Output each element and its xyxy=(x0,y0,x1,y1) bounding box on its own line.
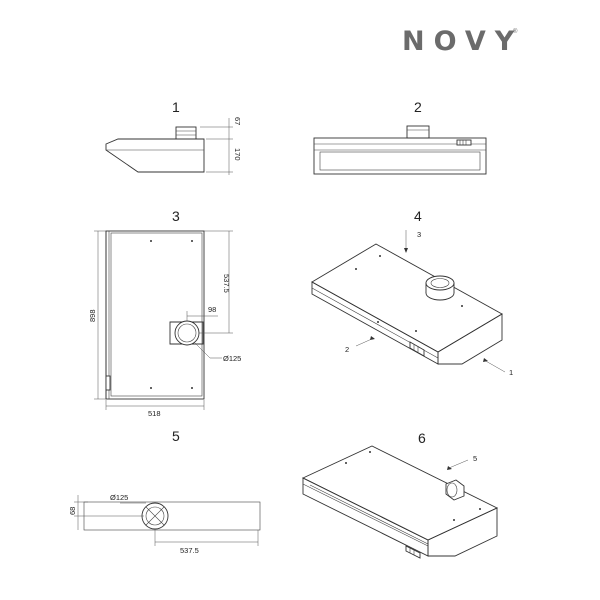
view-3-underside-plan: 3 898 518 537.5 98 xyxy=(88,208,241,418)
hood-front-face-6 xyxy=(302,477,429,557)
view-3-dim-to-outlet: 537.5 xyxy=(222,274,231,293)
brand-logo-text: NOVY xyxy=(402,26,523,57)
view-3-number: 3 xyxy=(172,208,180,224)
view-1-dim-height: 170 xyxy=(233,148,242,161)
control-panel-6 xyxy=(405,545,421,559)
view-5-dim-outlet-dia: Ø125 xyxy=(110,493,128,502)
view-3-dim-outlet-offset: 98 xyxy=(208,305,216,314)
view-1-number: 1 xyxy=(172,99,180,115)
view-6-callout-back: 5 xyxy=(473,454,477,463)
view-5-dim-height: 68 xyxy=(68,507,77,515)
view-2-number: 2 xyxy=(414,99,422,115)
view-4-callout-right: 1 xyxy=(509,368,513,377)
hood-plan-outline xyxy=(105,230,205,400)
view-5-number: 5 xyxy=(172,428,180,444)
view-5-rear-elevation: 5 68 Ø125 537.5 xyxy=(68,428,261,555)
view-2-front-elevation: 2 xyxy=(313,99,487,175)
view-1-dim-collar: 67 xyxy=(233,117,242,125)
view-4-callout-top: 3 xyxy=(417,230,421,239)
view-4-callout-left: 2 xyxy=(345,345,349,354)
hood-side-face-6 xyxy=(427,507,498,557)
side-control-strip xyxy=(105,375,111,391)
outlet-collar-iso xyxy=(425,275,455,301)
registered-mark: ® xyxy=(513,28,518,35)
outlet-collar xyxy=(175,126,197,140)
hood-side-face xyxy=(437,313,503,365)
view-3-dim-depth: 898 xyxy=(88,309,97,322)
outlet-circle xyxy=(169,320,204,346)
view-6-number: 6 xyxy=(418,430,426,446)
outlet-collar-front xyxy=(406,125,430,139)
view-3-dim-width: 518 xyxy=(148,409,161,418)
view-1-side-elevation: 1 67 170 xyxy=(105,99,242,175)
hood-side-body xyxy=(105,138,205,173)
hood-front-body xyxy=(313,137,487,175)
view-4-number: 4 xyxy=(414,208,422,224)
view-5-dim-to-outlet: 537.5 xyxy=(180,546,199,555)
view-4-isometric: 4 3 2 xyxy=(311,208,513,377)
control-panel xyxy=(456,139,472,146)
outlet-circle-rear xyxy=(141,502,169,530)
novy-logo: NOVY ® xyxy=(402,26,523,57)
view-3-dim-outlet-dia: Ø125 xyxy=(223,354,241,363)
outlet-stub-rear xyxy=(445,479,465,501)
control-panel-iso xyxy=(409,341,425,357)
view-6-isometric-below: 6 5 xyxy=(301,430,499,559)
